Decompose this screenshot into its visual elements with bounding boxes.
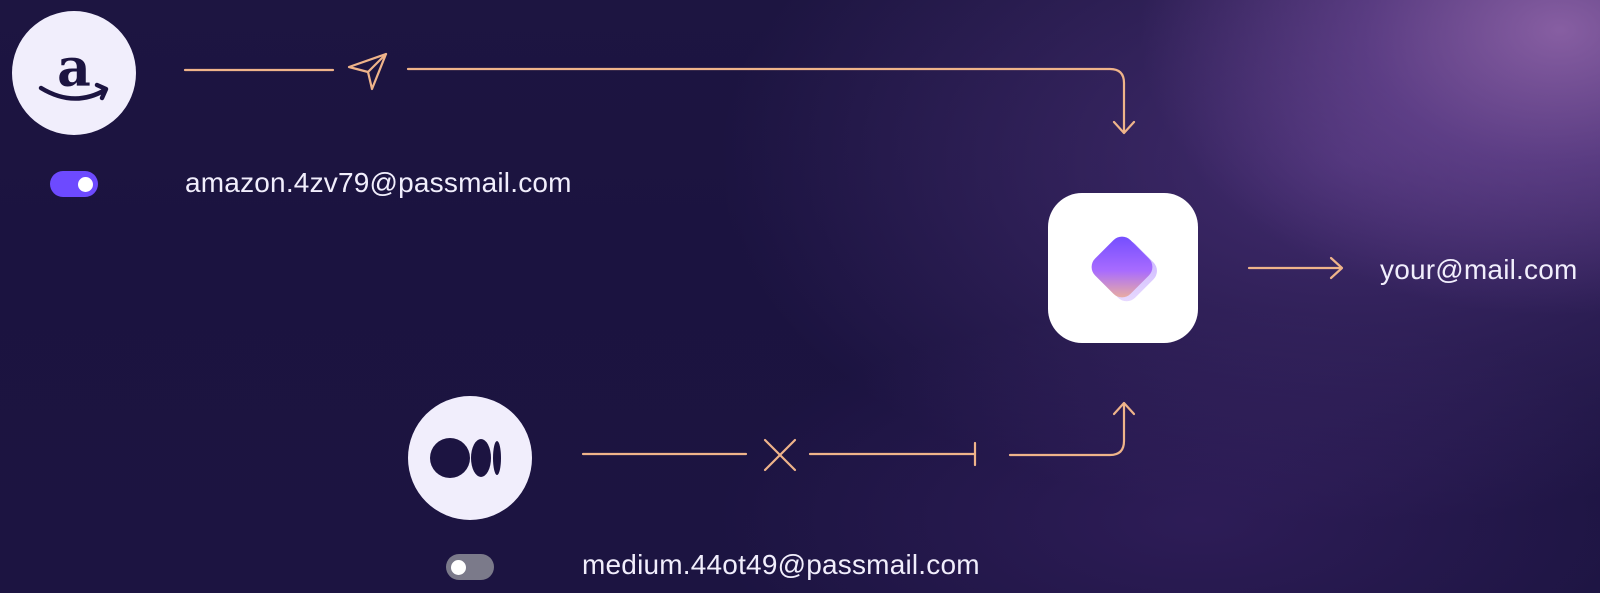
amazon-logo-icon: a: [38, 38, 109, 101]
medium-line-right: [1008, 402, 1126, 457]
amazon-line-right: [406, 67, 1126, 134]
amazon-logo: a: [12, 11, 136, 135]
destination-email: your@mail.com: [1380, 254, 1578, 285]
pass-diamond-icon: [1091, 236, 1157, 302]
amazon-alias-toggle[interactable]: [50, 171, 98, 197]
right-arrowhead: [1329, 256, 1344, 280]
medium-alias-toggle[interactable]: [446, 554, 494, 580]
medium-logo-icon: [430, 438, 501, 478]
toggle-knob: [78, 176, 93, 192]
medium-alias-email: medium.44ot49@passmail.com: [582, 549, 980, 580]
proton-pass-logo: [1048, 193, 1198, 343]
down-arrowhead: [1112, 120, 1136, 135]
x-icon: [763, 438, 797, 472]
up-arrowhead: [1112, 401, 1136, 416]
paper-plane-icon: [347, 52, 388, 91]
medium-logo: [408, 396, 532, 520]
svg-text:a: a: [57, 38, 91, 99]
amazon-alias-email: amazon.4zv79@passmail.com: [185, 167, 572, 198]
toggle-knob: [451, 559, 466, 575]
